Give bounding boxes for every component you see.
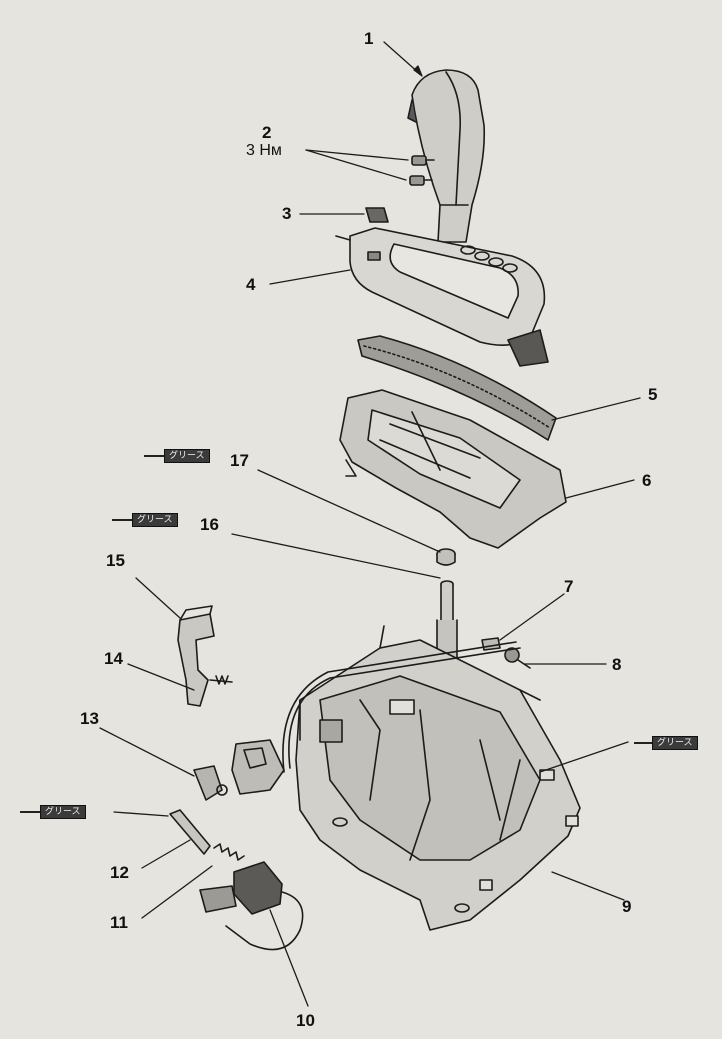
release-lever: [177, 605, 233, 707]
callout-9: 9: [622, 897, 632, 916]
callout-7: 7: [564, 577, 574, 596]
callout-8: 8: [612, 655, 622, 674]
shaft-bush: [436, 548, 456, 566]
grease-tag: グリース: [652, 736, 698, 750]
leader-lines: [99, 41, 641, 1007]
callout-17: 17: [230, 451, 249, 470]
knob-screws: [409, 155, 435, 186]
callout-14: 14: [104, 649, 123, 668]
callout-12: 12: [110, 863, 129, 882]
callout-11: 11: [110, 913, 128, 932]
grease-tag: グリース: [132, 513, 178, 527]
torque-label: 3 Нм: [246, 142, 282, 159]
callout-4: 4: [246, 275, 256, 294]
harness-cable: [231, 641, 521, 795]
callout-3: 3: [282, 204, 292, 223]
callout-6: 6: [642, 471, 652, 490]
return-spring: [213, 843, 245, 861]
grease-tube-icon: [634, 742, 654, 744]
indicator-clip: [365, 207, 389, 223]
callout-2: 2: [262, 123, 272, 142]
grease-tube-icon: [20, 811, 42, 813]
grease-tag: グリース: [164, 449, 210, 463]
panel-frame: [339, 389, 567, 549]
guide-pin: [169, 809, 211, 855]
indicator-panel: [335, 227, 549, 367]
callout-16: 16: [200, 515, 219, 534]
callout-10: 10: [296, 1011, 315, 1030]
slide-cover: [357, 335, 557, 441]
shift-lock-solenoid: [199, 861, 304, 951]
grease-tube-icon: [144, 455, 166, 457]
callout-13: 13: [80, 709, 99, 728]
grease-tag: グリース: [40, 805, 86, 819]
callout-1: 1: [364, 29, 374, 48]
grease-tube-icon: [112, 519, 134, 521]
callout-5: 5: [648, 385, 658, 404]
callout-15: 15: [106, 551, 125, 570]
shift-knob: [407, 69, 486, 243]
lever-bracket: [193, 765, 228, 801]
shift-lever-base: [295, 625, 581, 931]
